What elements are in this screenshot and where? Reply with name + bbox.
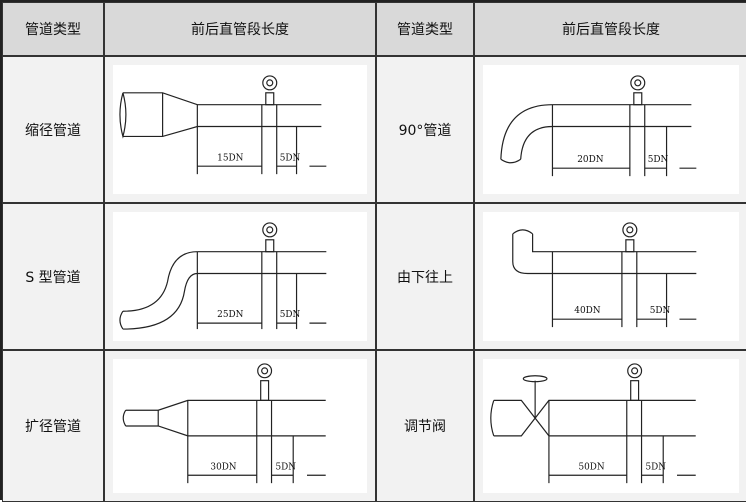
reducer-downstream-label: 5DN	[280, 153, 301, 163]
diagram-reducer: 15DN 5DN	[104, 56, 376, 203]
type-expander: 扩径管道	[2, 350, 104, 502]
bottom-up-downstream-label: 5DN	[650, 306, 671, 316]
diagram-90-elbow: 20DN 5DN	[474, 56, 746, 203]
diagram-expander: 30DN 5DN	[104, 350, 376, 502]
type-reducer: 缩径管道	[2, 56, 104, 203]
diagram-control-valve: 50DN 5DN	[474, 350, 746, 502]
bottom-up-upstream-label: 40DN	[574, 306, 601, 316]
type-bottom-up: 由下往上	[376, 203, 474, 350]
type-s-pipe: S 型管道	[2, 203, 104, 350]
reducer-upstream-label: 15DN	[217, 153, 243, 163]
elbow-downstream-label: 5DN	[648, 155, 669, 165]
expander-pipe-diagram: 30DN 5DN	[122, 363, 326, 484]
header-length-right: 前后直管段长度	[474, 2, 746, 56]
diagram-bottom-up: 40DN 5DN	[474, 203, 746, 350]
type-90-elbow: 90°管道	[376, 56, 474, 203]
valve-upstream-label: 50DN	[578, 462, 604, 472]
s-pipe-downstream-label: 5DN	[280, 310, 301, 320]
bottom-up-pipe-diagram: 40DN 5DN	[512, 222, 697, 328]
s-pipe-diagram: 25DN 5DN	[119, 222, 327, 330]
expander-upstream-label: 30DN	[210, 462, 236, 472]
s-pipe-upstream-label: 25DN	[217, 310, 243, 320]
elbow-upstream-label: 20DN	[577, 155, 604, 165]
reducer-pipe-diagram: 15DN 5DN	[119, 75, 327, 175]
header-length-left: 前后直管段长度	[104, 2, 376, 56]
expander-downstream-label: 5DN	[275, 462, 296, 472]
elbow-pipe-diagram: 20DN 5DN	[500, 75, 697, 177]
valve-downstream-label: 5DN	[645, 462, 666, 472]
valve-pipe-diagram: 50DN 5DN	[490, 363, 696, 484]
header-type-left: 管道类型	[2, 2, 104, 56]
type-control-valve: 调节阀	[376, 350, 474, 502]
diagram-s-pipe: 25DN 5DN	[104, 203, 376, 350]
header-type-right: 管道类型	[376, 2, 474, 56]
